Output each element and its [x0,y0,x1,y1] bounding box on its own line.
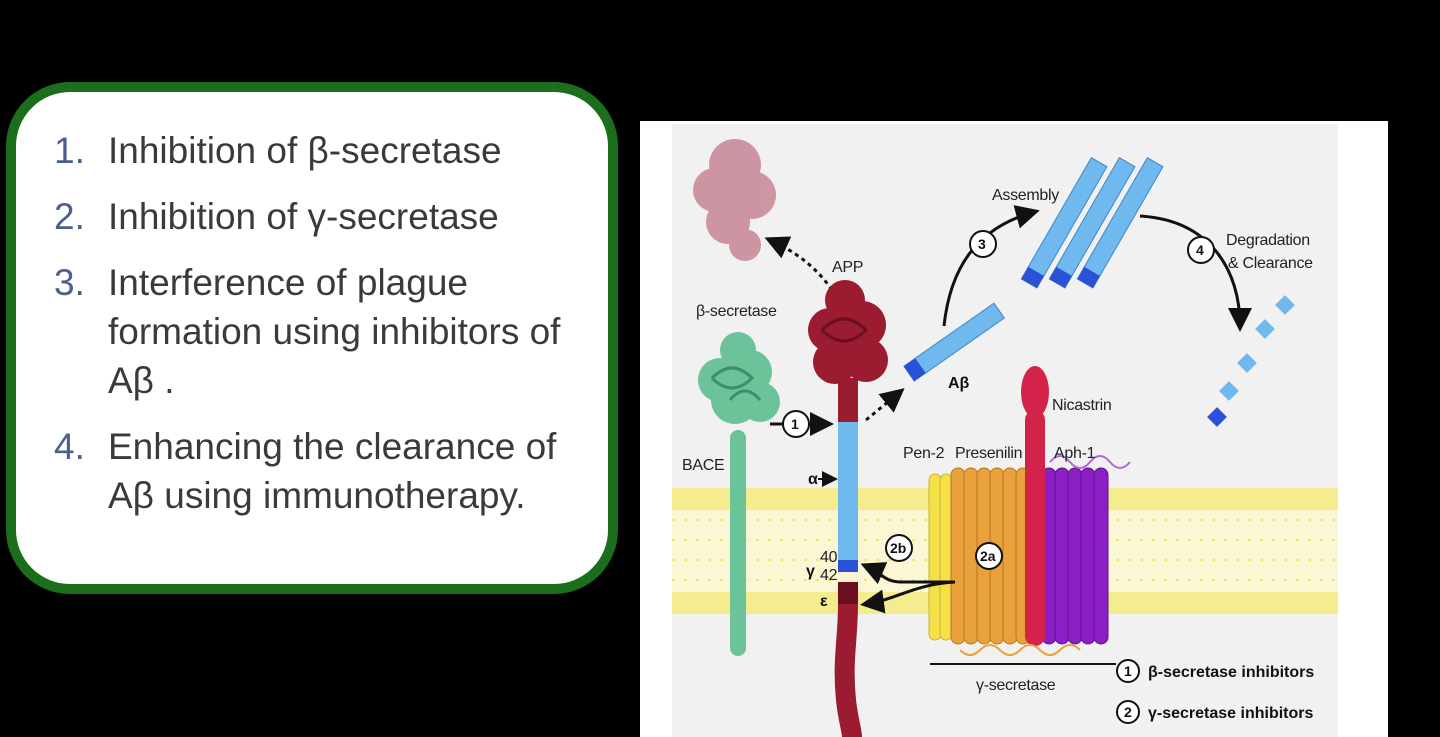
step3-number: 3 [978,236,986,252]
list-text: Enhancing the clearance of Aβ using immu… [108,426,557,516]
legend-badge-2 [1116,700,1140,724]
list-text: Inhibition of γ-secretase [108,196,499,237]
gamma-secretase-complex [928,366,1131,656]
abeta-peptide [903,302,1006,382]
nicastrin-label: Nicastrin [1052,397,1112,414]
step2b-number: 2b [890,540,906,556]
step1-badge [782,410,810,438]
list-item: 3. Interference of plague formation usin… [54,258,594,405]
aph1-label: Aph-1 [1054,445,1096,462]
epsilon-label: ε [820,593,828,610]
list-number: 1. [54,130,85,171]
legend: 1 β-secretase inhibitors 2 γ-secretase i… [1116,659,1314,724]
abeta-fragments [1207,295,1295,427]
app-label: APP [832,259,863,276]
bace-enzyme [698,332,780,656]
step4-number: 4 [1196,242,1204,258]
assembly-label: Assembly [992,187,1059,204]
pen2-label: Pen-2 [903,445,945,462]
degradation-arrow [1139,214,1252,332]
pen2 [928,473,953,641]
gamma-40-label: 40 [820,549,838,566]
list-text: Inhibition of β-secretase [108,130,502,171]
presenilin [950,467,1031,645]
step1-number: 1 [791,416,799,432]
step4-badge [1187,236,1215,264]
beta-secretase-label: β-secretase [696,303,777,320]
abeta-label: Aβ [948,375,970,392]
sapp-fragment [693,139,776,261]
list-number: 2. [54,196,85,237]
aph1-loop [1049,455,1131,469]
strategy-list: 1. Inhibition of β-secretase 2. Inhibiti… [54,126,594,537]
assembly-arrow [942,205,1040,327]
presenilin-loop [959,644,1081,656]
list-item: 1. Inhibition of β-secretase [54,126,594,175]
presenilin-label: Presenilin [955,445,1022,462]
alpha-label: α [808,471,818,488]
list-item: 2. Inhibition of γ-secretase [54,192,594,241]
legend-number-2: 2 [1124,704,1132,720]
pathway-diagram: β-secretase BACE APP 1 [672,124,1338,737]
step2a-number: 2a [980,548,996,564]
legend-text-2: γ-secretase inhibitors [1148,705,1314,722]
step3-badge [969,230,997,258]
list-text: Interference of plague formation using i… [108,262,561,401]
nicastrin [1021,366,1049,646]
step2-arrow-gamma [860,562,955,585]
amyloid-pathway-figure: β-secretase BACE APP 1 [640,121,1388,737]
degradation-label: Degradation [1226,232,1310,249]
text-box: 1. Inhibition of β-secretase 2. Inhibiti… [6,82,618,594]
list-item: 4. Enhancing the clearance of Aβ using i… [54,422,594,520]
abeta-fibril [1020,157,1164,289]
bace-label: BACE [682,457,724,474]
list-number: 3. [54,262,85,303]
aph1 [1041,467,1109,645]
clearance-label: & Clearance [1228,255,1313,272]
step2b-badge [885,534,913,562]
list-number: 4. [54,426,85,467]
legend-badge-1 [1116,659,1140,683]
gamma-secretase-label: γ-secretase [976,677,1056,694]
legend-number-1: 1 [1124,663,1132,679]
step2a-badge [975,542,1003,570]
gamma-label: γ [806,563,815,580]
step2-arrow-epsilon [860,580,956,614]
legend-text-1: β-secretase inhibitors [1148,664,1314,681]
app-protein [808,280,888,737]
release-arrow [764,236,834,291]
gamma-42-label: 42 [820,567,838,584]
figure-panel [672,124,1338,737]
